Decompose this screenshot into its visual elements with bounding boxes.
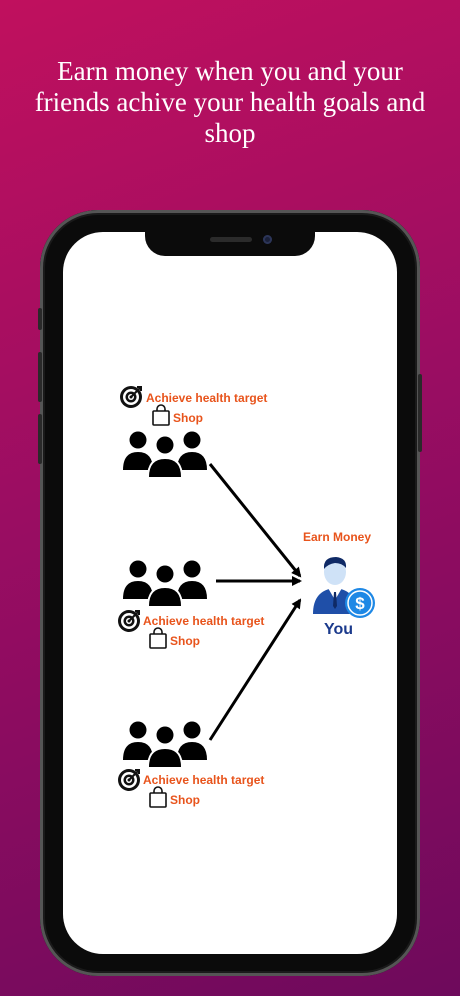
shopping-bag-icon — [149, 627, 167, 649]
phone-side-button — [38, 308, 42, 330]
shopping-bag-icon — [152, 404, 170, 426]
shop-label: Shop — [170, 793, 200, 807]
phone-notch — [145, 228, 315, 256]
shopping-bag-icon — [149, 786, 167, 808]
target-icon — [118, 769, 140, 791]
target-icon — [118, 610, 140, 632]
phone-side-button — [418, 374, 422, 452]
headline: Earn money when you and your friends ach… — [34, 56, 426, 148]
earn-money-label: Earn Money — [303, 530, 372, 544]
user-money-icon: $ — [313, 557, 375, 618]
people-group-icon — [123, 721, 207, 768]
phone-side-button — [38, 414, 42, 464]
target-icon — [120, 386, 142, 408]
achieve-health-target-label: Achieve health target — [143, 773, 265, 787]
phone-camera — [263, 235, 272, 244]
svg-text:$: $ — [355, 594, 365, 613]
arrow-bottom — [208, 598, 302, 741]
shop-label: Shop — [170, 634, 200, 648]
phone-side-button — [38, 352, 42, 402]
arrow-top — [208, 463, 302, 578]
achieve-health-target-label: Achieve health target — [146, 391, 268, 405]
you-label: You — [324, 621, 354, 638]
shop-label: Shop — [173, 411, 203, 425]
phone-speaker — [210, 237, 252, 242]
people-group-icon — [123, 560, 207, 607]
people-group-icon — [123, 431, 207, 478]
achieve-health-target-label: Achieve health target — [143, 614, 265, 628]
